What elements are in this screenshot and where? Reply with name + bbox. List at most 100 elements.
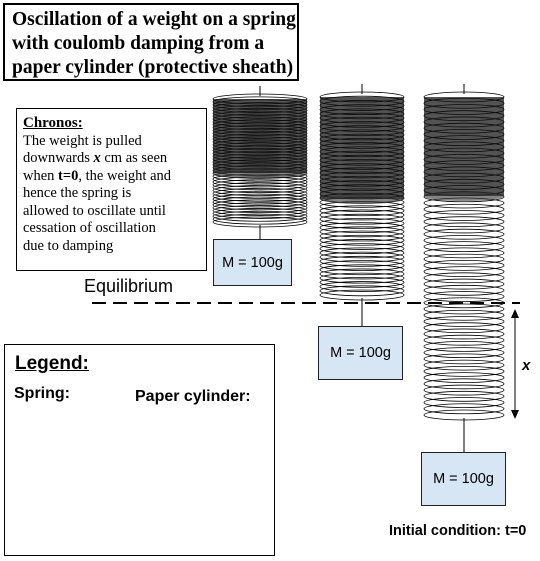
- spring-coil: [319, 255, 405, 267]
- spring-coil: [212, 196, 308, 208]
- spring-coil: [423, 278, 505, 290]
- sheath-body: [424, 97, 504, 196]
- spring-coil: [423, 210, 505, 221]
- title-line-1: Oscillation of a weight on a spring: [12, 9, 296, 30]
- diagram-title: Oscillation of a weight on a spring with…: [3, 3, 299, 81]
- chronos-line-7: due to damping: [23, 237, 114, 254]
- chronos-line-1: The weight is pulled: [23, 132, 142, 149]
- spring-coil: [423, 347, 505, 359]
- spring-coil: [212, 193, 308, 205]
- spring-coil: [212, 187, 308, 199]
- spring-coil: [423, 247, 505, 259]
- spring-coil: [212, 182, 308, 194]
- spring-coil: [212, 199, 308, 211]
- spring-coil: [423, 353, 505, 365]
- mass-3-label: M = 100g: [433, 471, 494, 487]
- spring-coil: [319, 213, 405, 225]
- spring-coil: [423, 384, 505, 396]
- sheath-bottom-edge: [320, 194, 404, 204]
- displacement-label: x: [522, 357, 531, 374]
- mass-2-label: M = 100g: [330, 345, 391, 361]
- spring-coil: [319, 239, 405, 250]
- chronos-line-4: hence the spring is: [23, 185, 132, 201]
- legend-title: Legend:: [15, 353, 89, 374]
- chronos-line-5: allowed to oscillate until: [23, 202, 166, 219]
- initial-condition-label: Initial condition: t=0: [389, 523, 527, 539]
- spring-coil: [319, 226, 405, 238]
- chronos-variable-x: x: [93, 150, 101, 166]
- spring-coil: [212, 208, 308, 219]
- spring-coil: [319, 217, 405, 229]
- spring-coil: [423, 328, 505, 340]
- legend-cylinder-label: Paper cylinder:: [135, 388, 251, 405]
- spring-coil: [423, 309, 505, 321]
- spring-coil: [212, 202, 308, 214]
- sheath-bottom-edge: [424, 191, 504, 201]
- spring-coil: [423, 334, 505, 346]
- title-line-3: paper cylinder (protective sheath): [12, 57, 294, 78]
- spring-coil: [423, 291, 505, 302]
- legend-spring-label: Spring:: [14, 385, 70, 402]
- spring-coil: [319, 251, 405, 263]
- chronos-line-2-post: cm as seen: [100, 150, 168, 166]
- chronos-line-3-pre: when: [23, 167, 59, 184]
- spring-coil: [212, 185, 308, 196]
- sheath-3: [424, 97, 504, 201]
- spring-coil: [423, 222, 505, 234]
- sheath-body: [320, 97, 404, 199]
- spring-coil: [319, 243, 405, 255]
- spring-coil: [423, 253, 505, 265]
- mass-1-label: M = 100g: [222, 254, 283, 271]
- spring-coil: [319, 260, 405, 271]
- equilibrium-label: Equilibrium: [84, 276, 174, 296]
- spring-coil: [423, 341, 505, 352]
- spring-coil: [212, 190, 308, 202]
- spring-coil: [423, 322, 505, 334]
- spring-coil: [319, 234, 405, 246]
- spring-coil: [423, 365, 505, 377]
- sheath-1: [213, 99, 307, 178]
- legend-box: Legend: Spring: Paper cylinder:: [4, 344, 275, 556]
- sheath-2: [320, 97, 404, 204]
- spring-coil: [423, 272, 505, 284]
- spring-coil: [319, 230, 405, 242]
- spring-coil: [423, 203, 505, 215]
- chronos-t0: t=0: [58, 167, 79, 184]
- chronos-line-2-pre: downwards: [23, 150, 94, 166]
- chronos-line-6: cessation of oscillation: [23, 220, 156, 236]
- spring-coil: [423, 303, 505, 315]
- spring-coil: [423, 284, 505, 296]
- mass-box-3: M = 100g: [421, 452, 506, 506]
- chronos-line-3: when t=0, the weight and: [23, 168, 206, 186]
- spring-coil: [319, 205, 405, 217]
- chronos-heading: Chronos:: [23, 115, 83, 131]
- spring-coil: [423, 372, 505, 383]
- spring-coil: [423, 216, 505, 228]
- spring-coil: [319, 222, 405, 234]
- spring-coil: [319, 285, 405, 297]
- chronos-box: Chronos: The weight is pulled downwards …: [16, 108, 207, 271]
- title-line-2: with coulomb damping from a: [12, 33, 265, 54]
- spring-coil: [423, 316, 505, 327]
- spring-coil: [319, 209, 405, 221]
- spring-coil: [423, 241, 505, 253]
- sheath-body: [213, 99, 307, 173]
- chronos-line-3-post: , the weight and: [78, 167, 172, 184]
- spring-coil: [212, 213, 308, 225]
- spring-coil: [319, 276, 405, 288]
- spring-coil: [212, 210, 308, 222]
- spring-coil: [319, 281, 405, 292]
- spring-coil: [319, 272, 405, 284]
- spring-coil: [423, 259, 505, 271]
- spring-coil: [212, 179, 308, 191]
- spring-coil: [423, 403, 505, 415]
- chronos-line-2: downwards x cm as seen: [23, 150, 206, 168]
- spring-coil: [319, 247, 405, 259]
- spring-coil: [212, 205, 308, 216]
- spring-coil: [423, 378, 505, 390]
- spring-coil: [423, 397, 505, 408]
- spring-coil: [423, 266, 505, 277]
- spring-coil: [423, 390, 505, 402]
- mass-box-2: M = 100g: [318, 326, 403, 380]
- spring-coil: [423, 228, 505, 240]
